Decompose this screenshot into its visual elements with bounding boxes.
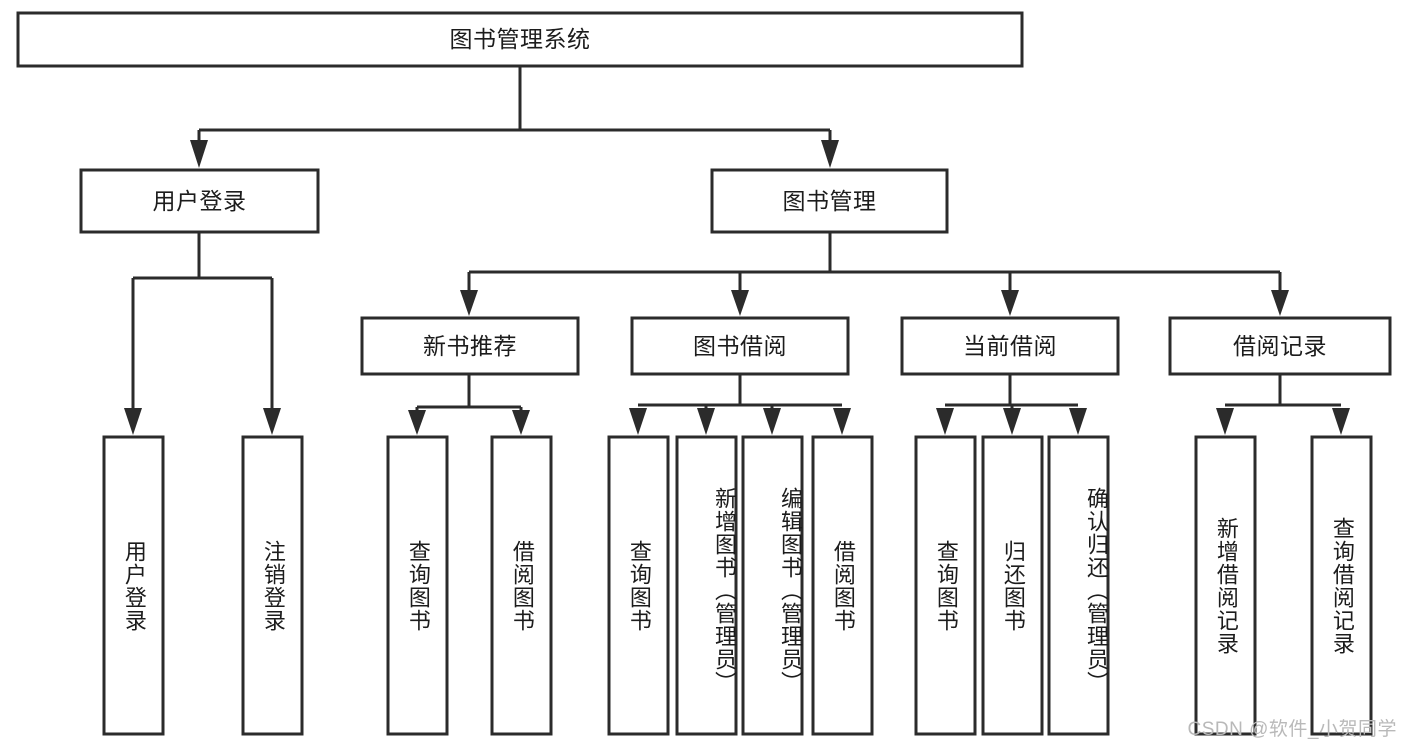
node-box-book-borrow[interactable] (630, 316, 850, 376)
node-box-current-borrow[interactable] (900, 316, 1120, 376)
arrow-head-nb-leaf2 (512, 410, 530, 435)
arrow-head-user-login (190, 140, 208, 168)
arrow-head-cb-leaf3 (1069, 408, 1087, 435)
arrow-head-bb-leaf1 (629, 408, 647, 435)
arrow-head-borrow-record (1271, 290, 1289, 316)
node-box-user-login[interactable] (79, 168, 320, 234)
arrow-head-user-login-leaf1 (124, 408, 142, 435)
arrow-head-bb-leaf2 (697, 408, 715, 435)
node-box-leaf-borrow-record-0[interactable] (1194, 435, 1257, 736)
arrow-head-br-leaf1 (1216, 408, 1234, 435)
node-box-leaf-current-borrow-0[interactable] (914, 435, 977, 736)
node-box-leaf-user-login-0[interactable] (102, 435, 165, 736)
node-box-book-management[interactable] (710, 168, 949, 234)
arrow-head-nb-leaf1 (408, 410, 426, 435)
node-box-leaf-new-book-0[interactable] (386, 435, 449, 736)
node-box-leaf-book-borrow-0[interactable] (607, 435, 670, 736)
node-box-new-book-recommend[interactable] (360, 316, 580, 376)
node-box-leaf-borrow-record-1[interactable] (1310, 435, 1373, 736)
node-box-borrow-record[interactable] (1168, 316, 1392, 376)
arrow-head-new-book (460, 290, 478, 316)
node-box-root[interactable] (16, 11, 1024, 68)
arrow-head-cb-leaf2 (1003, 408, 1021, 435)
node-box-leaf-user-login-1[interactable] (241, 435, 304, 736)
node-box-leaf-book-borrow-2[interactable] (741, 435, 804, 736)
node-box-leaf-book-borrow-3[interactable] (811, 435, 874, 736)
node-box-leaf-current-borrow-2[interactable] (1047, 435, 1110, 736)
arrow-head-cb-leaf1 (936, 408, 954, 435)
arrow-head-book-borrow (731, 290, 749, 316)
arrow-head-br-leaf2 (1332, 408, 1350, 435)
arrow-head-current-borrow (1001, 290, 1019, 316)
arrow-head-bb-leaf3 (763, 408, 781, 435)
arrow-head-bb-leaf4 (833, 408, 851, 435)
node-box-leaf-new-book-1[interactable] (490, 435, 553, 736)
arrow-head-book-mgmt (821, 140, 839, 168)
node-box-leaf-current-borrow-1[interactable] (981, 435, 1044, 736)
node-box-leaf-book-borrow-1[interactable] (675, 435, 738, 736)
arrow-head-user-login-leaf2 (263, 408, 281, 435)
